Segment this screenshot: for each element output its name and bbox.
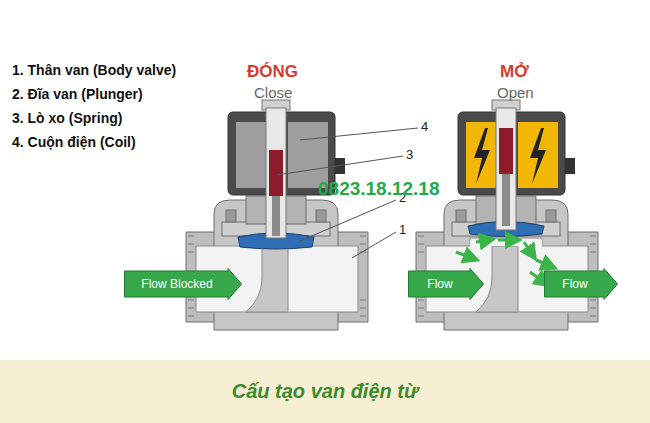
flow-arrow: Flow Blocked (124, 268, 242, 300)
valve-open (496, 108, 516, 230)
valve-open (565, 158, 575, 174)
valve-closed (360, 236, 366, 316)
flow-arrow-shape (545, 269, 618, 300)
valve-open (518, 122, 558, 188)
valve-closed (272, 196, 280, 236)
valve-open (502, 174, 510, 226)
leader-lines (300, 128, 418, 140)
state-title: ĐÓNG (247, 62, 298, 82)
legend-item: 3. Lò xo (Spring) (12, 110, 122, 127)
flow-arrows (536, 260, 550, 266)
flow-label: Flow (408, 268, 472, 300)
valve-open (466, 122, 496, 188)
valve-closed (266, 108, 286, 238)
watermark: 0823.18.12.18 (318, 178, 440, 201)
flow-label: Flow Blocked (124, 268, 230, 300)
legend-item: 1. Thân van (Body valve) (12, 62, 176, 79)
valve-open (456, 210, 466, 222)
state-title: MỞ (500, 62, 529, 82)
flow-arrows (530, 272, 544, 282)
callout-number: 4 (421, 119, 428, 135)
valve-closed (236, 122, 266, 188)
flow-arrow: Flow (408, 268, 484, 300)
caption: Cấu tạo van điện từ (0, 360, 650, 423)
flow-arrow-shape (409, 269, 484, 300)
valve-open (474, 128, 490, 184)
leader-lines (300, 200, 396, 241)
valve-open (499, 128, 513, 174)
state-subtitle: Open (497, 84, 534, 102)
flow-arrows (524, 242, 532, 254)
valve-open (546, 210, 556, 222)
flow-arrow-shape (125, 269, 242, 300)
valve-open (470, 240, 542, 246)
valve-closed (246, 246, 288, 312)
valve-open (530, 128, 546, 184)
valve-closed (269, 150, 283, 196)
callout-number: 3 (406, 147, 413, 163)
flow-arrows (498, 239, 514, 242)
valve-open (476, 246, 518, 312)
flow-arrows (476, 240, 488, 242)
state-subtitle: Close (254, 84, 292, 102)
valve-closed (226, 210, 236, 222)
flow-arrow: Flow (544, 268, 618, 300)
valve-closed (316, 210, 326, 222)
leader-lines (277, 156, 403, 175)
leader-lines (352, 232, 396, 258)
legend-item: 2. Đĩa van (Plunger) (12, 86, 143, 103)
legend-item: 4. Cuộn điện (Coil) (12, 134, 136, 151)
flow-arrows (456, 252, 472, 258)
callout-number: 1 (399, 222, 406, 238)
flow-label: Flow (544, 268, 606, 300)
